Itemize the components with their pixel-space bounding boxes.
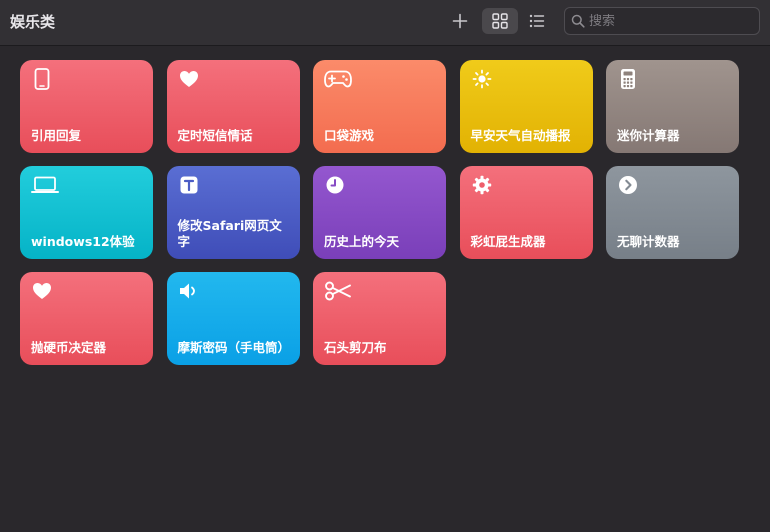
- sun-icon: [471, 68, 493, 90]
- shortcut-tile[interactable]: windows12体验: [20, 166, 153, 259]
- shortcut-tile[interactable]: 引用回复: [20, 60, 153, 153]
- shortcut-tile[interactable]: 修改Safari网页文字: [166, 166, 300, 259]
- shortcut-label: 早安天气自动播报: [470, 128, 571, 143]
- search-field[interactable]: [564, 7, 760, 35]
- toolbar: 娱乐类: [0, 0, 770, 46]
- gear-icon: [471, 174, 493, 196]
- page-title: 娱乐类: [10, 13, 56, 31]
- shortcut-tile[interactable]: 迷你计算器: [606, 60, 739, 153]
- shortcut-label: 定时短信情话: [177, 128, 253, 143]
- shortcut-tile[interactable]: 无聊计数器: [606, 166, 739, 259]
- magnifier-icon: [571, 14, 585, 28]
- shortcut-label: 历史上的今天: [324, 234, 400, 249]
- phone-icon: [31, 68, 53, 90]
- shortcut-tile[interactable]: 定时短信情话: [166, 60, 300, 153]
- shortcut-label: 迷你计算器: [617, 128, 680, 143]
- shortcut-tile[interactable]: 摩斯密码（手电筒）: [166, 272, 300, 365]
- plus-icon: [452, 13, 468, 29]
- laptop-icon: [31, 174, 59, 196]
- grid-view-icon: [492, 13, 508, 29]
- shortcut-tile[interactable]: 历史上的今天: [313, 166, 446, 259]
- add-shortcut-button[interactable]: [446, 8, 474, 34]
- shortcut-tile[interactable]: 彩虹屁生成器: [459, 166, 593, 259]
- scissors-icon: [324, 280, 352, 302]
- shortcut-label: 石头剪刀布: [324, 340, 387, 355]
- list-view-button[interactable]: [522, 8, 552, 34]
- shortcut-label: 摩斯密码（手电筒）: [177, 340, 291, 355]
- chevron-right-circle-icon: [617, 174, 639, 196]
- list-view-icon: [529, 14, 545, 28]
- shortcut-label: 无聊计数器: [617, 234, 680, 249]
- calculator-icon: [617, 68, 639, 90]
- heart-icon: [31, 280, 53, 302]
- heart-icon: [178, 68, 200, 90]
- grid-view-button[interactable]: [482, 8, 518, 34]
- shortcut-tile[interactable]: 石头剪刀布: [313, 272, 446, 365]
- gamepad-icon: [324, 68, 352, 90]
- speaker-icon: [178, 280, 200, 302]
- shortcut-label: 引用回复: [31, 128, 82, 143]
- shortcut-grid: 引用回复 定时短信情话 口袋游戏: [20, 60, 739, 365]
- shortcut-tile[interactable]: 口袋游戏: [313, 60, 446, 153]
- text-icon: [178, 174, 200, 196]
- shortcut-label: 修改Safari网页文字: [177, 218, 282, 249]
- shortcut-label: 抛硬币决定器: [31, 340, 107, 355]
- shortcut-label: windows12体验: [31, 234, 135, 249]
- search-input[interactable]: [589, 13, 749, 29]
- shortcut-label: 彩虹屁生成器: [470, 234, 546, 249]
- shortcut-tile[interactable]: 抛硬币决定器: [20, 272, 153, 365]
- shortcut-tile[interactable]: 早安天气自动播报: [459, 60, 593, 153]
- shortcut-label: 口袋游戏: [324, 128, 375, 143]
- clock-icon: [324, 174, 346, 196]
